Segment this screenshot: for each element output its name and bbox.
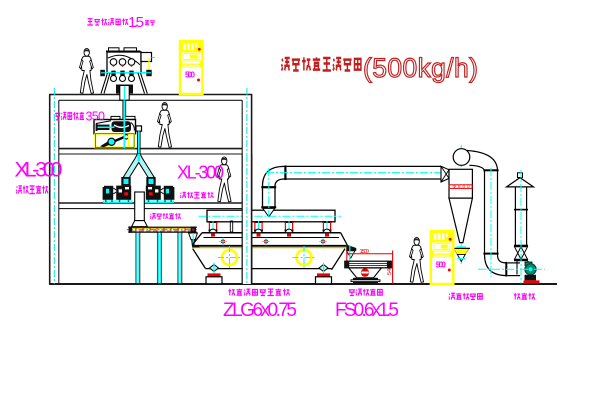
svg-text:350: 350 xyxy=(86,110,106,124)
svg-text:FS0.6x1.5: FS0.6x1.5 xyxy=(335,300,399,321)
svg-text:540: 540 xyxy=(387,266,393,275)
svg-text:1500: 1500 xyxy=(360,249,370,255)
svg-text:1.5: 1.5 xyxy=(128,14,144,31)
svg-text:(500kg/h): (500kg/h) xyxy=(363,53,478,83)
svg-text:XL-300: XL-300 xyxy=(177,163,224,183)
svg-text:ZLG6x0.75: ZLG6x0.75 xyxy=(223,300,297,321)
svg-text:XL-300: XL-300 xyxy=(15,158,63,182)
